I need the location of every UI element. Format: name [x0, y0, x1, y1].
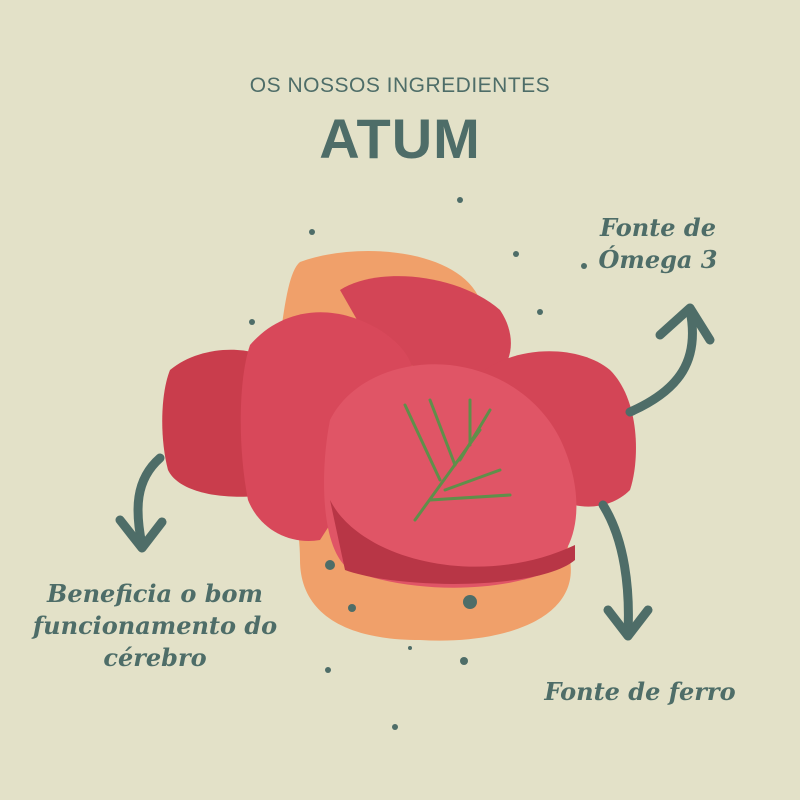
- benefit-line: funcionamento do: [32, 611, 278, 640]
- arrow-up-right-icon: [625, 305, 697, 417]
- rosemary-icon: [403, 398, 512, 522]
- ingredient-title: ATUM: [319, 107, 481, 170]
- benefit-line: Beneficia o bom: [47, 579, 263, 608]
- benefit-line: cérebro: [103, 643, 207, 672]
- benefit-line: Ómega 3: [598, 245, 718, 274]
- benefit-omega3: Fonte de Ómega 3: [588, 212, 728, 276]
- tuna-steaks: [162, 276, 636, 588]
- benefit-line: Fonte de ferro: [544, 677, 736, 706]
- benefit-line: Fonte de: [600, 213, 716, 242]
- arrows: [115, 303, 715, 641]
- benefit-brain: Beneficia o bom funcionamento do cérebro: [30, 578, 280, 674]
- decorative-dots: [249, 197, 587, 730]
- arrow-down-right-icon: [598, 500, 633, 637]
- benefit-iron: Fonte de ferro: [540, 676, 740, 708]
- arrow-down-left-icon: [133, 453, 165, 550]
- section-subtitle: OS NOSSOS INGREDIENTES: [249, 74, 551, 97]
